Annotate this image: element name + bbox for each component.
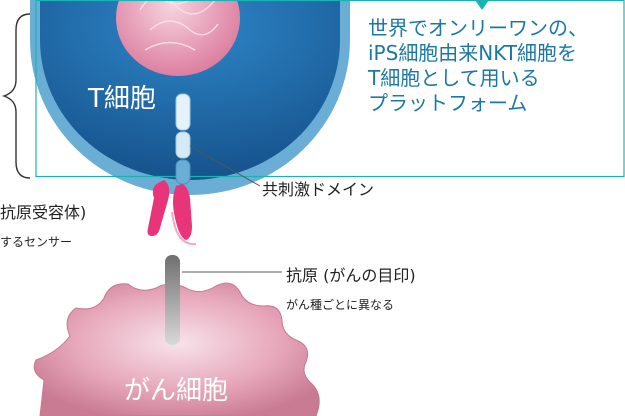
receptor-stalk (175, 93, 191, 185)
costim-leader (189, 145, 261, 187)
nucleus (116, 0, 240, 76)
antigen-label: 抗原 (がんの目印) (286, 266, 416, 285)
cancer-cell-label: がん細胞 (124, 376, 229, 406)
callout-box (35, 0, 625, 178)
costimulatory-domain-label: 共刺激ドメイン (262, 180, 375, 199)
antigen-receptor-sublabel: するセンサー (0, 235, 73, 249)
antigen-sublabel: がん種ごとに異なる (286, 298, 395, 312)
cancer-cell (33, 282, 320, 416)
antigen-receptor-label: 抗原受容体) (0, 203, 87, 222)
callout-line: T細胞として用いる (368, 66, 540, 90)
callout-pointer (475, 0, 489, 10)
callout-line: 世界でオンリーワンの、 (368, 16, 588, 40)
brace (1, 13, 31, 179)
callout-text: 世界でオンリーワンの、 iPS細胞由来NKT細胞を T細胞として用いる プラット… (368, 16, 588, 116)
callout-line: iPS細胞由来NKT細胞を (368, 41, 578, 65)
t-cell-label: T細胞 (88, 84, 156, 114)
antigen-receptor (147, 180, 197, 246)
callout-line: プラットフォーム (368, 91, 528, 115)
antigen (165, 255, 180, 345)
t-cell-body (40, 0, 340, 180)
